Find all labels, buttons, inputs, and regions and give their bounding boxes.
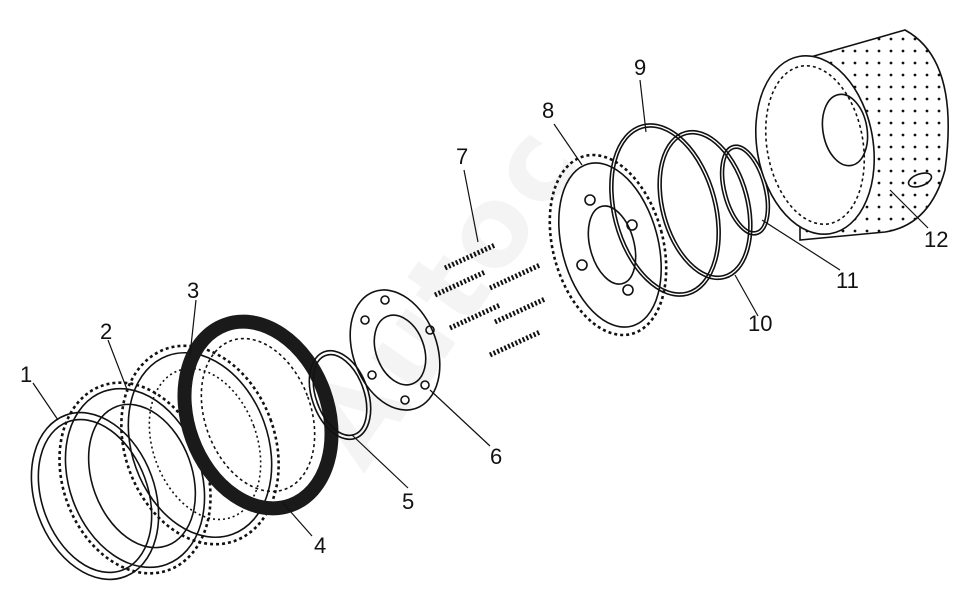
- callout-5: 5: [402, 489, 415, 514]
- part-3-toothed-plate: [120, 344, 280, 546]
- callout-4: 4: [314, 533, 327, 558]
- part-9-seal-ring: [609, 123, 721, 297]
- part-4-friction-plate: [177, 314, 339, 516]
- callout-12: 12: [924, 227, 949, 252]
- callout-9: 9: [634, 55, 647, 80]
- callout-1: 1: [20, 362, 33, 387]
- part-8-piston: [548, 153, 668, 337]
- callout-8: 8: [542, 98, 555, 123]
- callout-10: 10: [748, 311, 773, 336]
- callout-6: 6: [490, 444, 503, 469]
- part-12-clutch-drum: [754, 29, 949, 241]
- part-10-seal-ring: [657, 129, 753, 281]
- part-7-springs: [433, 242, 547, 358]
- part-1-snap-ring: [30, 411, 160, 587]
- callout-11: 11: [836, 268, 859, 293]
- part-6-spring-retainer: [349, 289, 441, 411]
- leader-lines: [32, 79, 929, 537]
- callout-3: 3: [187, 278, 200, 303]
- callout-7: 7: [456, 144, 469, 169]
- callout-2: 2: [100, 319, 113, 344]
